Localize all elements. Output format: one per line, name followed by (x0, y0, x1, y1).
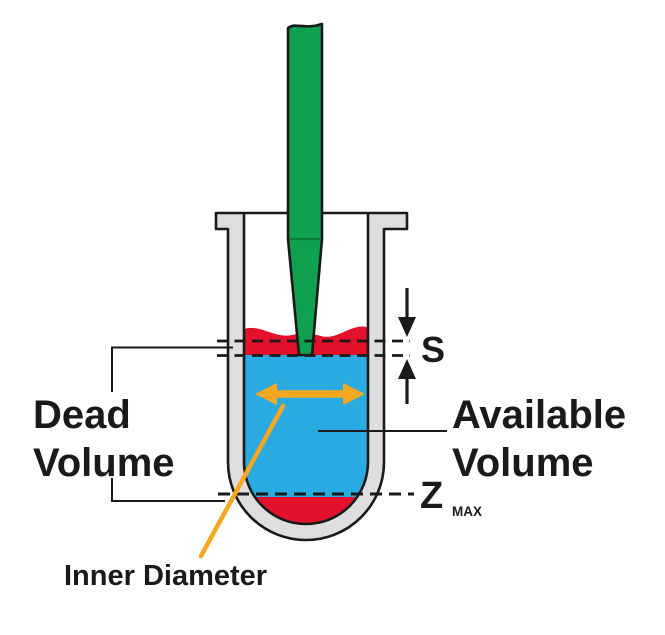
dead-volume-label-line1: Dead (33, 393, 131, 437)
up-arrowhead-icon (398, 359, 416, 379)
s-dimension-down-arrow (398, 288, 416, 337)
immersion-depth-label: S (421, 329, 445, 370)
z-max-label: Z (420, 475, 443, 517)
pipette-tip (286, 22, 324, 357)
left-arrowhead-icon (255, 383, 277, 405)
s-dimension-up-arrow (398, 359, 416, 404)
right-arrowhead-icon (343, 383, 365, 405)
available-volume-liquid (244, 355, 368, 497)
dead-volume-label-line2: Volume (33, 441, 175, 485)
inner-diameter-leader-line (198, 403, 286, 559)
available-volume-label-line2: Volume (452, 441, 594, 485)
inner-diameter-arrow (255, 383, 365, 405)
z-max-subscript: MAX (452, 504, 482, 519)
sample-tube (214, 211, 409, 542)
available-volume-label-line1: Available (452, 393, 626, 437)
dead-volume-bracket-top (111, 346, 233, 392)
inner-diameter-label: Inner Diameter (64, 560, 267, 592)
dead-volume-bracket-bottom (111, 478, 225, 502)
down-arrowhead-icon (398, 317, 416, 337)
